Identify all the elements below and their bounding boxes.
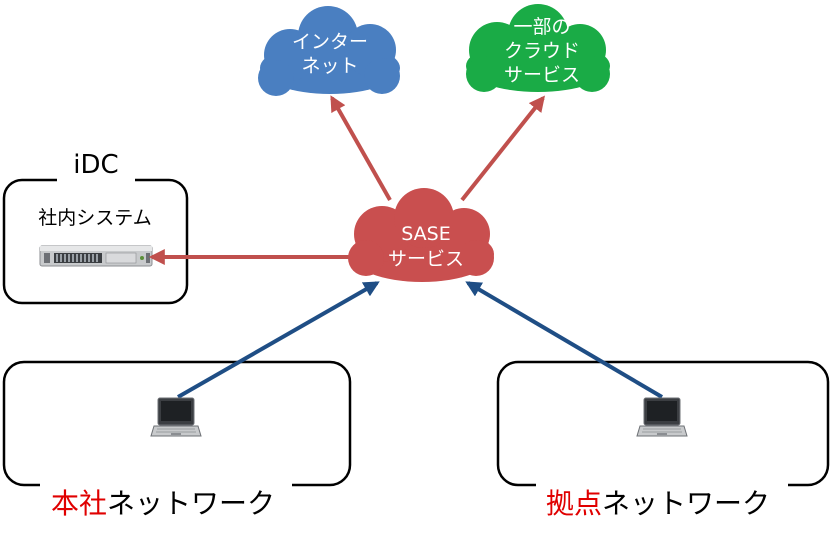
arrow-branch-to-sase (465, 281, 664, 399)
internet-cloud: インター ネット (258, 6, 400, 96)
idc-system-label: 社内システム (38, 207, 151, 229)
sase-label-line2: サービス (388, 248, 464, 270)
cloud-services-cloud: 一部の クラウド サービス (466, 4, 610, 92)
branch-network-box: 拠点ネットワーク (496, 360, 830, 527)
branch-network-label: 拠点ネットワーク (546, 487, 770, 520)
internet-label-line2: ネット (301, 55, 358, 77)
sase-label-line1: SASE (401, 223, 450, 245)
cloud-services-label-line3: サービス (504, 64, 580, 86)
arrow-sase-to-internet (330, 95, 392, 201)
cloud-services-cloud-shape (466, 4, 610, 92)
internet-label-line1: インター (292, 31, 368, 53)
cloud-services-label-line2: クラウド (504, 40, 580, 62)
branch-highlight: 拠点 (546, 487, 602, 520)
hq-network-box: 本社ネットワーク (2, 360, 352, 527)
arrow-sase-to-cloud (460, 95, 545, 202)
sase-cloud-shape (348, 188, 494, 282)
idc-title: iDC (73, 150, 118, 180)
hq-network-label: 本社ネットワーク (51, 487, 275, 520)
hq-highlight: 本社 (51, 487, 107, 520)
internet-cloud-shape (258, 6, 400, 96)
hq-rest: ネットワーク (107, 487, 275, 520)
laptop-icon (636, 397, 688, 437)
cloud-services-label-line1: 一部の (513, 16, 570, 38)
server-icon (39, 245, 153, 267)
laptop-icon (150, 397, 202, 437)
arrow-hq-to-sase (177, 281, 380, 399)
branch-rest: ネットワーク (602, 487, 770, 520)
idc-box: iDC 社内システム (2, 143, 189, 305)
sase-cloud: SASE サービス (348, 188, 494, 282)
